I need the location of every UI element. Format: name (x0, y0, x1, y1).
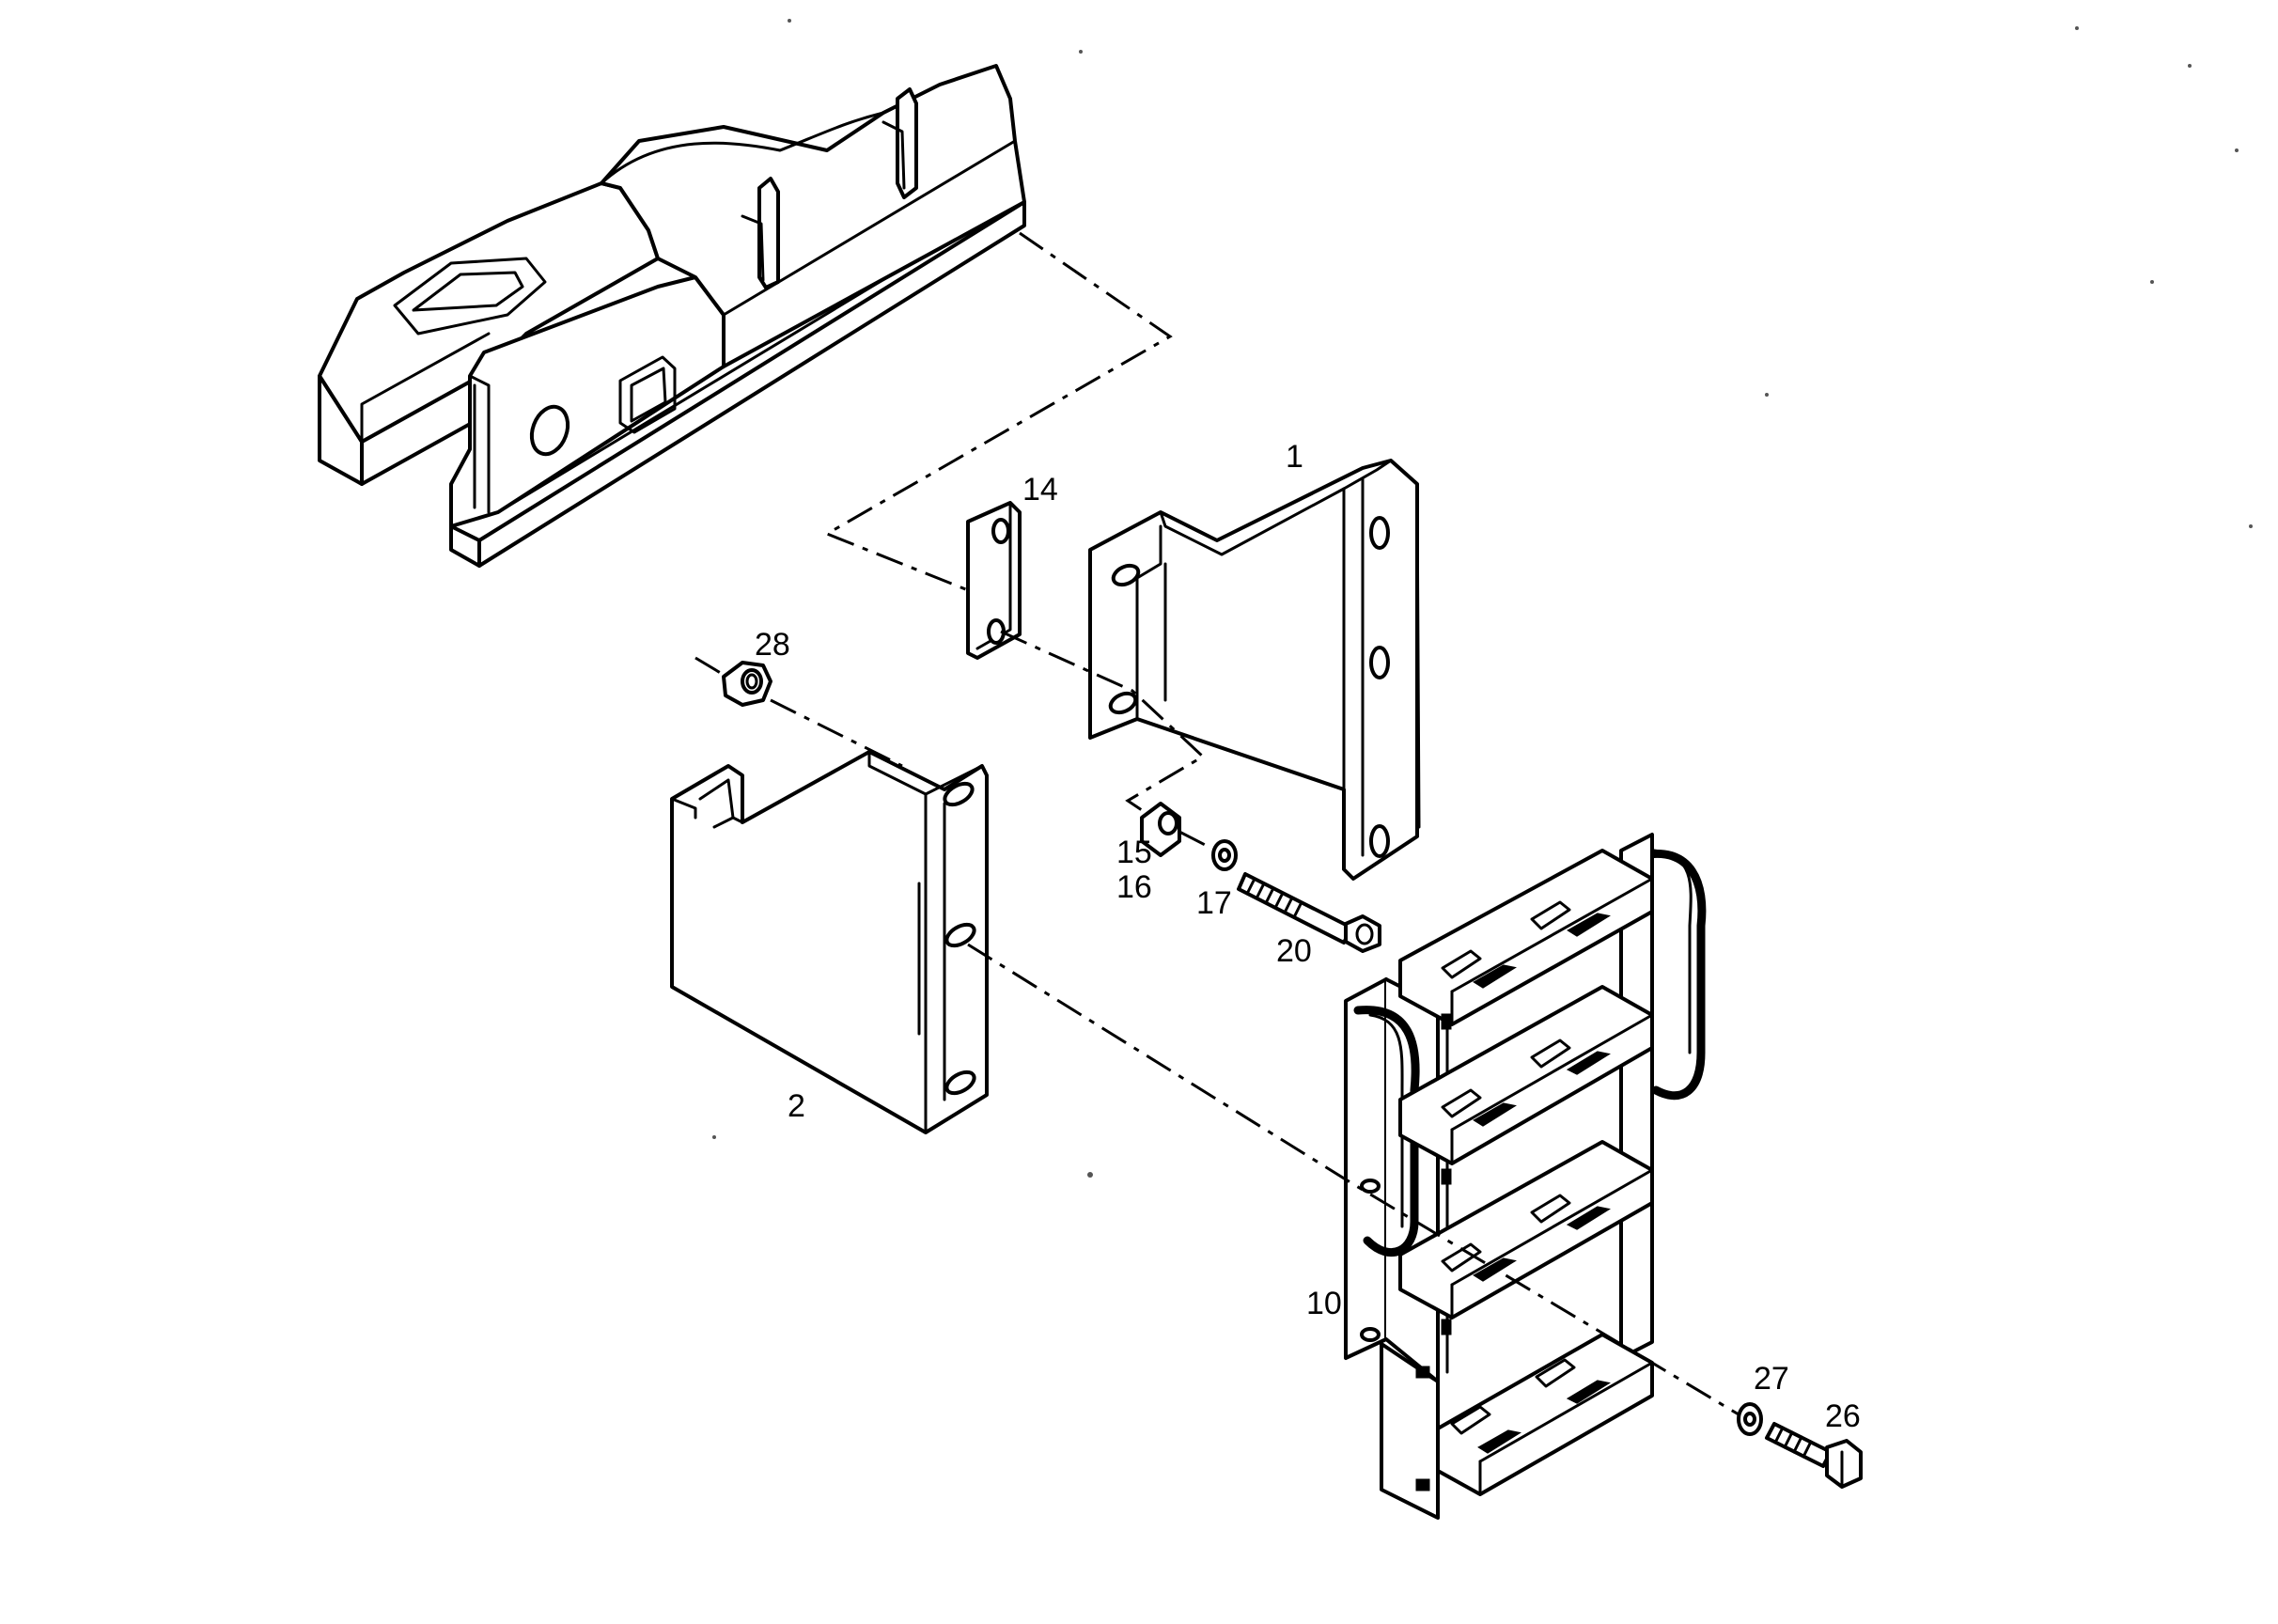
part-20-bolt (1237, 872, 1381, 953)
part-27-washer (1737, 1402, 1763, 1436)
step-2 (1398, 985, 1654, 1165)
part-17-washer (1211, 839, 1238, 871)
callout-16: 16 (1116, 869, 1152, 905)
callout-26: 26 (1825, 1398, 1861, 1434)
step-4 (1436, 1333, 1654, 1496)
callout-1: 1 (1286, 439, 1303, 475)
callout-2: 2 (788, 1088, 805, 1124)
frame-rail (318, 64, 1026, 568)
callout-20: 20 (1276, 933, 1312, 969)
part-28-nut (722, 661, 772, 707)
part-2-bracket (670, 750, 989, 1134)
callout-17: 17 (1196, 885, 1232, 921)
callout-labels: 1 14 28 15 16 17 20 2 10 27 26 (755, 439, 1861, 1434)
callout-10: 10 (1306, 1286, 1342, 1321)
paper-specks (712, 19, 2253, 1178)
part-14-plate (966, 501, 1022, 660)
part-10-step-ladder (1344, 833, 1707, 1520)
part-1-bracket (1088, 459, 1421, 881)
callout-15: 15 (1116, 835, 1152, 870)
part-26-bolt (1765, 1422, 1863, 1489)
callout-28: 28 (755, 627, 790, 663)
callout-27: 27 (1754, 1361, 1789, 1397)
callout-14: 14 (1022, 472, 1058, 508)
part-15-16-spacer (1140, 802, 1181, 857)
step-1 (1398, 849, 1654, 1026)
assembly-lines (694, 231, 1740, 1416)
